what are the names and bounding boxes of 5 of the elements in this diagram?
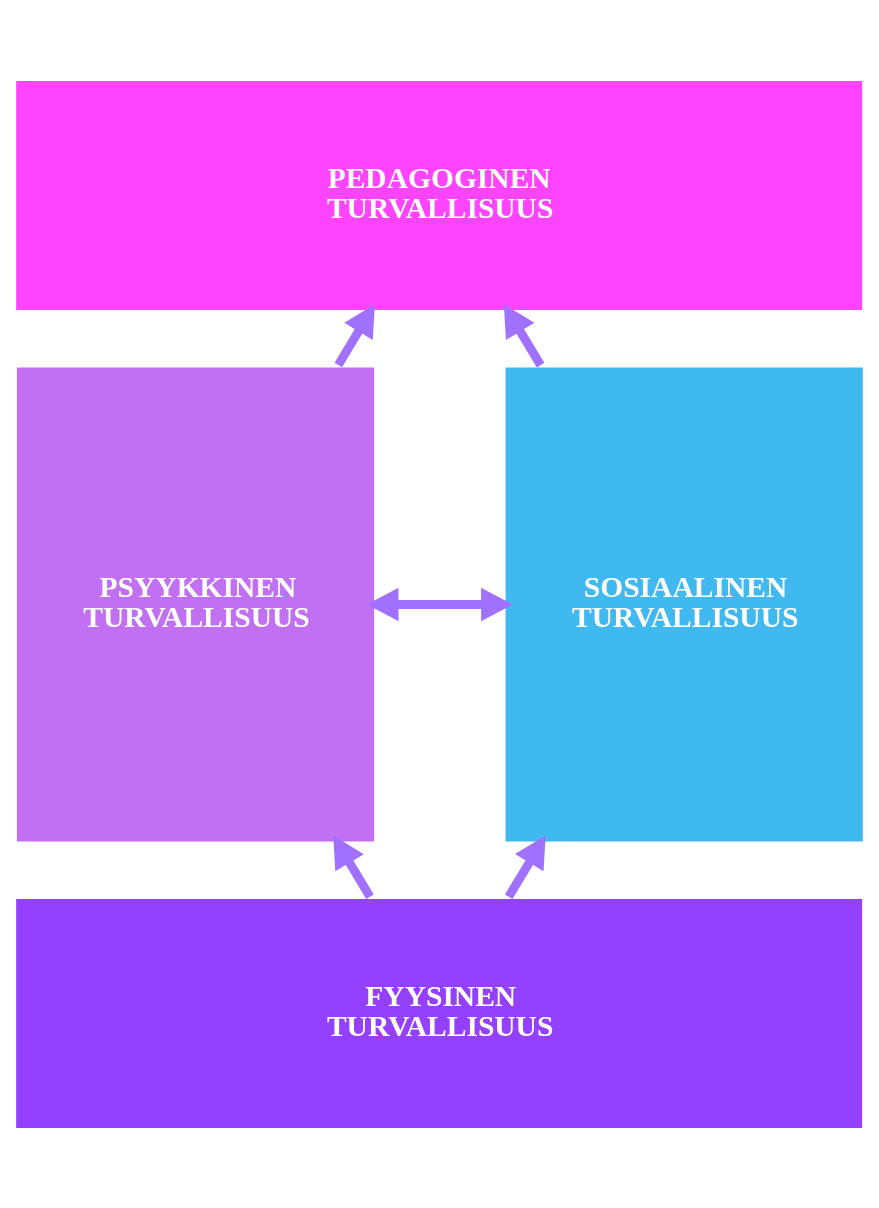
arrow (333, 835, 374, 899)
arrow (334, 303, 375, 367)
arrow (504, 835, 546, 899)
arrow (503, 303, 545, 367)
arrow (366, 587, 513, 621)
